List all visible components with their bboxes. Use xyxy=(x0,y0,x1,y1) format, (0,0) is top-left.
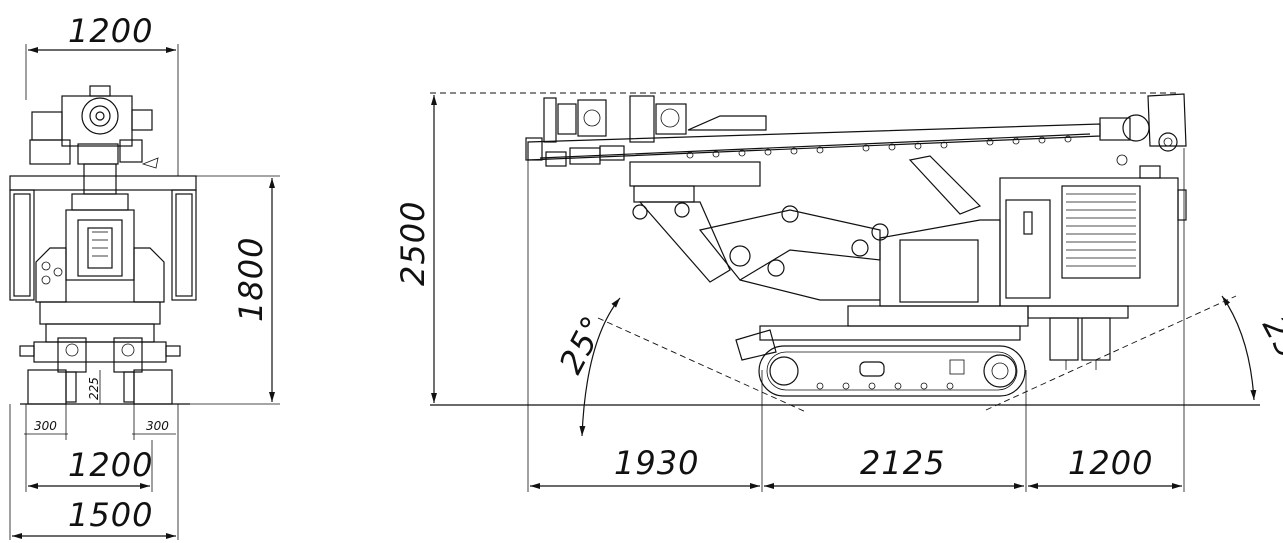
dim-inner-gap: 225 xyxy=(87,370,101,404)
front-view: 1200 xyxy=(9,12,280,540)
dim-side-height: 2500 xyxy=(394,95,437,403)
dim-overall-width: 1500 xyxy=(9,404,176,540)
crawler-track xyxy=(758,345,1026,397)
dim-track-width-label: 1200 xyxy=(68,446,153,484)
left-approach-angle: 25° xyxy=(552,297,807,437)
dim-side-offsets: 300 300 xyxy=(24,404,179,540)
dim-left-offset-label: 300 xyxy=(34,419,57,433)
boom-arm xyxy=(629,155,982,301)
chassis xyxy=(735,305,1129,370)
dim-front-height: 1800 xyxy=(176,175,280,405)
right-angle-label: 25° xyxy=(1255,310,1283,381)
dim-left-reach-label: 1930 xyxy=(614,444,699,482)
right-departure-angle: 25° xyxy=(985,295,1283,411)
dim-bottom-side: 1930 2125 1200 xyxy=(527,148,1185,492)
left-angle-label: 25° xyxy=(552,309,614,380)
dim-right-offset-label: 300 xyxy=(146,419,169,433)
mast-holes xyxy=(686,135,1072,159)
dim-track-width: 1200 xyxy=(28,440,153,492)
dim-overall-width-label: 1500 xyxy=(68,496,153,534)
engine-housing xyxy=(879,165,1187,307)
drill-mast xyxy=(525,93,1187,167)
dim-top-width-label: 1200 xyxy=(68,12,153,50)
dim-inner-gap-label: 225 xyxy=(87,377,101,400)
dim-front-height-label: 1800 xyxy=(232,237,270,322)
dim-track-length-label: 2125 xyxy=(860,444,945,482)
front-machine xyxy=(9,85,197,405)
side-view: 2500 xyxy=(394,92,1283,492)
dim-right-reach-label: 1200 xyxy=(1068,444,1153,482)
dim-top-width: 1200 xyxy=(25,12,179,176)
dim-side-height-label: 2500 xyxy=(394,201,432,286)
